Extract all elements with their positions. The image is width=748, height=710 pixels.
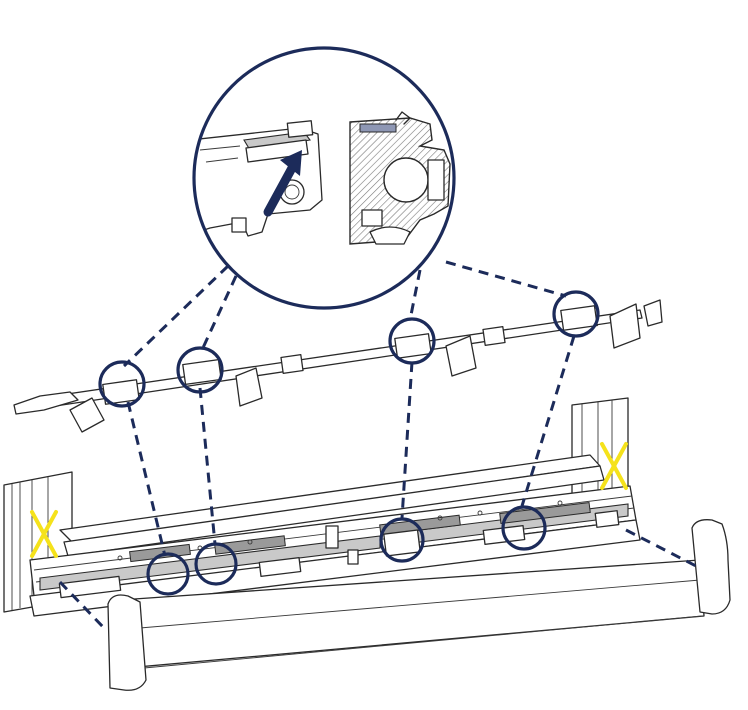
zoom-callout-circle bbox=[192, 46, 456, 310]
rod-callout-1 bbox=[98, 360, 146, 408]
zoom-cross-section bbox=[349, 111, 451, 245]
cover-profile bbox=[107, 519, 731, 691]
rod-bracket-2 bbox=[182, 354, 304, 407]
end-cap-right bbox=[691, 519, 731, 615]
rod-callout-2 bbox=[176, 346, 224, 394]
rod-bracket-1 bbox=[69, 379, 140, 433]
leader-lines bbox=[58, 260, 697, 630]
frame-callout-3 bbox=[379, 517, 425, 563]
window-sash-frame bbox=[3, 397, 641, 617]
center-screw bbox=[347, 549, 359, 565]
remove-mark-right bbox=[600, 442, 628, 490]
zoom-detail bbox=[194, 48, 454, 308]
rod-callout-3 bbox=[388, 317, 436, 365]
center-keeper bbox=[325, 525, 339, 549]
frame-callout-2 bbox=[194, 542, 238, 586]
frame-callout-4 bbox=[501, 505, 547, 551]
frame-callouts bbox=[146, 505, 547, 596]
espagnolette-rod bbox=[13, 299, 663, 433]
rod-bracket-4 bbox=[560, 299, 663, 349]
end-cap-left bbox=[107, 594, 147, 691]
remove-mark-left bbox=[30, 510, 58, 558]
rail-screws bbox=[117, 500, 563, 561]
rod-bracket-3 bbox=[394, 326, 506, 377]
x-mark-icon bbox=[30, 442, 628, 558]
arrow-up-right-icon bbox=[263, 150, 302, 217]
rod-callout-4 bbox=[552, 290, 600, 338]
rod-callouts bbox=[98, 290, 600, 408]
track-hardware-right bbox=[379, 501, 620, 557]
frame-callout-1 bbox=[146, 552, 190, 596]
